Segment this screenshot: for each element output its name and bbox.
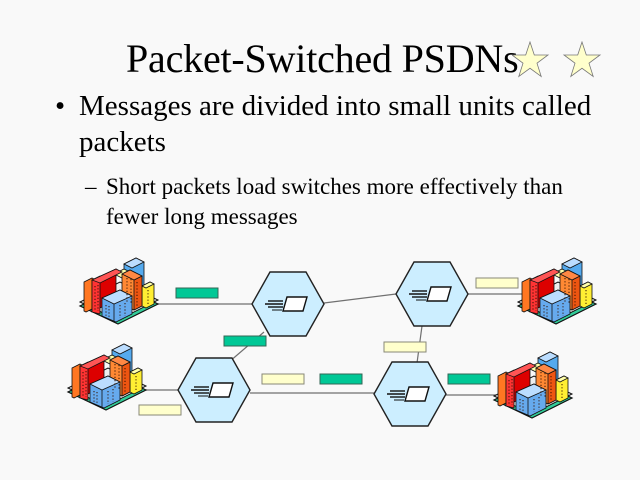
- link: [323, 293, 397, 304]
- title-stars: [512, 41, 602, 78]
- packet-yellow: [475, 277, 519, 289]
- packet-green: [175, 287, 219, 299]
- packet-switch-bottom-left: [177, 357, 251, 423]
- building-site-top-right: [517, 257, 597, 325]
- building-site-bottom-right: [493, 351, 573, 419]
- packet-yellow: [138, 404, 182, 416]
- building-site-bottom-left: [67, 343, 147, 411]
- packet-yellow: [261, 373, 305, 385]
- sub-bullet-marker: –: [85, 174, 97, 199]
- bullet-text: Messages are divided into small units ca…: [79, 90, 592, 158]
- packet-switch-top-left: [251, 271, 325, 337]
- building-site-top-left: [79, 257, 159, 325]
- packet-green: [319, 373, 363, 385]
- star-icon: [562, 41, 602, 78]
- packet-yellow: [383, 341, 427, 353]
- sub-bullet-text: Short packets load switches more effecti…: [106, 174, 563, 229]
- bullet-marker: •: [55, 90, 66, 122]
- packet-green: [223, 335, 267, 347]
- packets: [138, 277, 519, 416]
- packet-switch-bottom-right: [373, 361, 447, 427]
- packet-switch-top-right: [395, 261, 469, 327]
- slide-title: Packet-Switched PSDNs: [126, 36, 519, 81]
- star-icon: [512, 41, 550, 78]
- packet-green: [447, 373, 491, 385]
